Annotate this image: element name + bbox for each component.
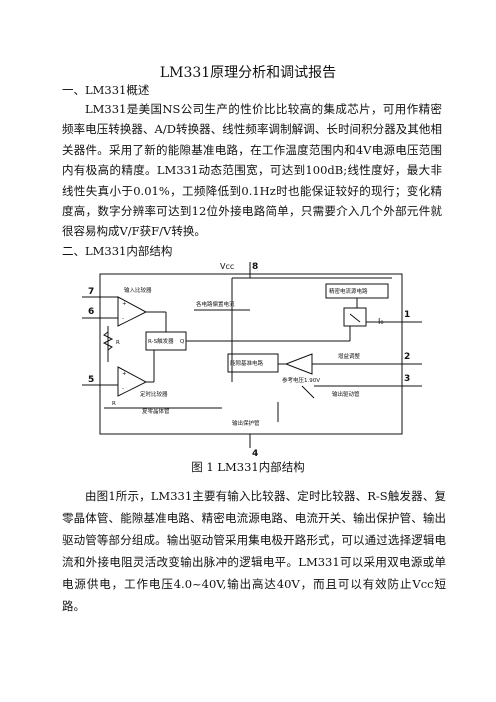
pin8-label: 8 [252,262,258,272]
reset-transistor-label: 复零晶体管 [142,407,170,415]
pin5-label: 5 [88,375,94,385]
section-heading-structure: 二、LM331内部结构 [62,244,173,258]
svg-text:+: + [122,371,127,377]
pin7-label: 7 [88,287,94,297]
output-protect-label: 输出保护管 [232,419,260,427]
rs-flipflop-label: R-S触发器 [148,337,174,345]
lm331-block-diagram: Vcc 8 精密电流源电路 I₀ 1 7 6 5 输入比较器 + - R R-S… [82,262,422,458]
timer-comparator-label: 定时比较器 [140,390,168,398]
paragraph-overview: LM331是美国NS公司生产的性价比比较高的集成芯片，可用作精密频率电压转换器、… [62,102,442,239]
input-comparator [117,296,148,327]
precision-current-label: 精密电流源电路 [329,287,368,295]
output-driver-transistor [301,385,315,399]
current-switch [343,307,367,327]
bias-current-label: 各电路偏置电流 [196,300,235,308]
vcc-label: Vcc [220,262,234,271]
pin6-label: 6 [88,307,94,317]
svg-text:Q: Q [180,339,185,345]
resistor-r [102,331,114,351]
ref-voltage-label: 参考电压1.90V [282,376,320,384]
figure-caption: 图 1 LM331内部结构 [191,460,305,474]
pin4-label: 4 [252,449,258,458]
page-title: LM331原理分析和调试报告 [159,65,337,81]
r-label: R [116,340,120,346]
timer-comparator [117,366,148,397]
paragraph-structure: 由图1所示，LM331主要有输入比较器、定时比较器、R-S触发器、复零晶体管、能… [62,489,446,613]
bandgap-label: 能隙基准电路 [230,359,264,367]
input-comparator-label: 输入比较器 [124,286,152,294]
pin1-label: 1 [404,310,410,320]
svg-text:-: - [122,386,124,392]
chip-outline [99,273,403,435]
pin2-label: 2 [404,352,410,362]
reference-opamp [284,353,313,375]
gain-adjust-label: 增益调整 [338,352,361,360]
bandgap-box [227,353,279,373]
pin3-label: 3 [404,374,410,384]
section-heading-overview: 一、LM331概述 [62,83,150,97]
output-driver-label: 输出驱动管 [332,390,360,398]
svg-text:-: - [122,316,124,322]
svg-text:+: + [122,301,127,307]
r2-label: R [112,401,116,407]
